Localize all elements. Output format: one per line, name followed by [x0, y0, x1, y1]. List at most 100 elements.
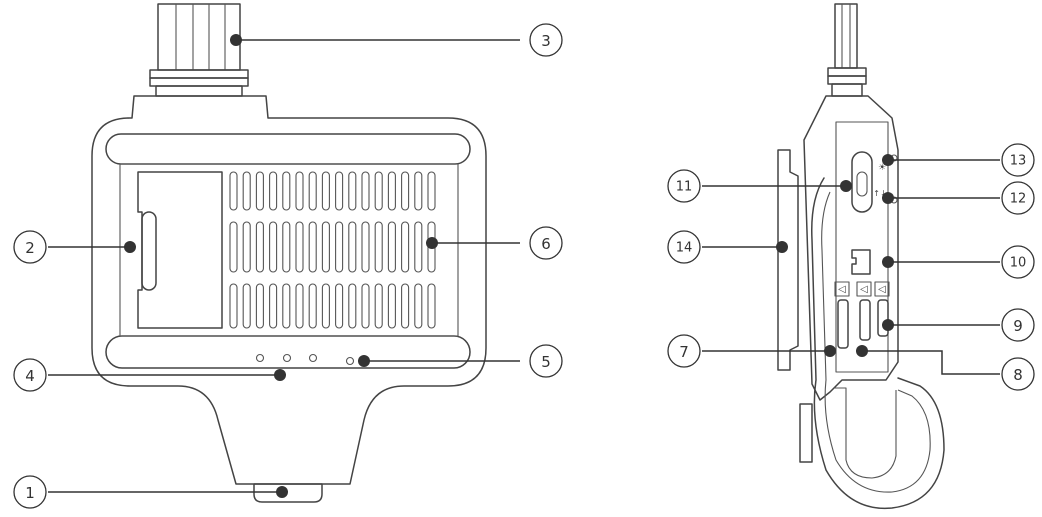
vent-slot [295, 171, 304, 211]
vent-slot [361, 221, 370, 273]
callout-label-7: 7 [679, 343, 689, 361]
back-plate [777, 149, 799, 371]
callout-2: 2 [13, 230, 47, 264]
callout-11: 11 [667, 169, 701, 203]
callout-label-8: 8 [1013, 366, 1023, 384]
vent-slot [414, 171, 423, 211]
vent-slot [321, 171, 330, 211]
vent-slot [348, 171, 357, 211]
vent-slot [387, 171, 396, 211]
callout-6: 6 [529, 226, 563, 260]
vent-slot [387, 283, 396, 329]
slot-marker-2: ◁ [860, 284, 868, 295]
card-slot-1 [837, 299, 849, 349]
callout-point-9 [882, 319, 894, 331]
battery-door [137, 171, 223, 329]
vent-slot [282, 283, 291, 329]
vent-slot [321, 221, 330, 273]
callout-point-4 [274, 369, 286, 381]
card-slot-2 [859, 299, 871, 341]
bottom-connector [253, 483, 323, 503]
front-view [91, 3, 487, 503]
led-4 [345, 356, 355, 366]
side-housing [803, 95, 899, 401]
callout-label-4: 4 [25, 367, 35, 385]
led-2 [282, 353, 292, 363]
vent-slot [427, 171, 436, 211]
callout-point-13 [882, 154, 894, 166]
vent-grille [229, 171, 436, 329]
side-cable [827, 3, 867, 97]
cable [149, 3, 249, 97]
vent-slot [401, 221, 410, 273]
device-body [91, 95, 487, 485]
callout-7: 7 [667, 334, 701, 368]
leader-lines [48, 34, 1000, 498]
slot-marker-1: ◁ [838, 284, 846, 295]
vent-slot [308, 171, 317, 211]
callout-point-10 [882, 256, 894, 268]
vent-slot [374, 283, 383, 329]
vent-slot [295, 283, 304, 329]
callout-label-2: 2 [25, 239, 35, 257]
callout-point-3 [230, 34, 242, 46]
vent-slot [387, 221, 396, 273]
side-view: ☀ ↑↓ ◁ ◁ ◁ [777, 3, 945, 510]
vent-slot [374, 171, 383, 211]
callout-9: 9 [1001, 308, 1035, 342]
door-latch [141, 211, 157, 291]
micro-port [851, 249, 871, 275]
vent-slot [308, 283, 317, 329]
vent-slot [401, 283, 410, 329]
vent-slot [335, 283, 344, 329]
callout-5: 5 [529, 344, 563, 378]
callout-point-12 [882, 192, 894, 204]
vent-slot [308, 221, 317, 273]
vent-slot [335, 221, 344, 273]
sun-icon: ☀ [878, 163, 886, 173]
vent-slot [242, 283, 251, 329]
callout-label-3: 3 [541, 32, 551, 50]
vent-slot [282, 171, 291, 211]
vent-slot [335, 171, 344, 211]
callout-point-14 [776, 241, 788, 253]
callout-10: 10 [1001, 245, 1035, 279]
vent-slot [361, 171, 370, 211]
callout-12: 12 [1001, 181, 1035, 215]
callout-label-5: 5 [541, 353, 551, 371]
vent-slot [269, 221, 278, 273]
vent-slot [348, 221, 357, 273]
callout-label-9: 9 [1013, 317, 1023, 335]
vent-slot [321, 283, 330, 329]
callout-8: 8 [1001, 357, 1035, 391]
vent-slot [414, 283, 423, 329]
vent-slot [242, 221, 251, 273]
callout-label-10: 10 [1010, 256, 1027, 271]
callout-label-12: 12 [1010, 192, 1027, 207]
vent-slot [295, 221, 304, 273]
callout-label-13: 13 [1010, 154, 1027, 169]
updown-icon: ↑↓ [873, 189, 886, 198]
vent-slot [427, 283, 436, 329]
hook-clip [811, 177, 945, 510]
vent-slot [414, 221, 423, 273]
card-slot-3 [877, 299, 889, 337]
vent-slot [348, 283, 357, 329]
callout-point-2 [124, 241, 136, 253]
vent-slot [255, 171, 264, 211]
vent-slot [255, 283, 264, 329]
callout-label-6: 6 [541, 235, 551, 253]
callout-label-14: 14 [676, 241, 693, 256]
led-3 [308, 353, 318, 363]
slot-marker-3: ◁ [878, 284, 886, 295]
vent-slot [269, 283, 278, 329]
callout-point-7 [824, 345, 836, 357]
vent-slot [374, 221, 383, 273]
callout-label-11: 11 [676, 180, 693, 195]
indicator-leds [255, 353, 355, 366]
led-1 [255, 353, 265, 363]
vent-slot [229, 283, 238, 329]
callout-point-11 [840, 180, 852, 192]
vent-slot [229, 171, 238, 211]
